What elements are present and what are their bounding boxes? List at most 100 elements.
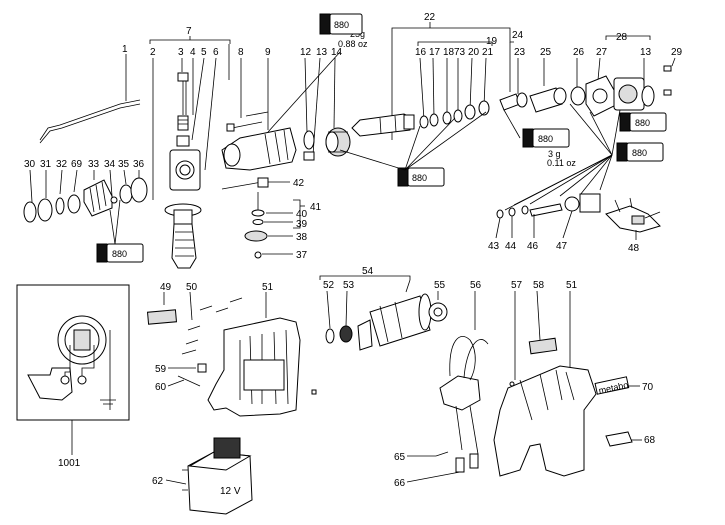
callout-34: 34 bbox=[104, 159, 116, 170]
callout-31: 31 bbox=[40, 159, 52, 170]
part-59-60-parts bbox=[177, 363, 317, 395]
grease-leader-lines bbox=[504, 103, 621, 211]
part-55-plate bbox=[428, 302, 448, 322]
callout-60: 60 bbox=[155, 382, 167, 393]
callout-48: 48 bbox=[628, 243, 640, 254]
grease-tube-4: 880 bbox=[619, 112, 667, 132]
callout-37: 37 bbox=[296, 250, 308, 261]
callout-9: 9 bbox=[265, 47, 271, 58]
callout-70: 70 bbox=[642, 382, 654, 393]
callout-35: 35 bbox=[118, 159, 130, 170]
callout-42: 42 bbox=[293, 178, 305, 189]
callout-43: 43 bbox=[488, 241, 500, 252]
callout-25: 25 bbox=[540, 47, 552, 58]
callout-6: 6 bbox=[213, 47, 219, 58]
callout-19: 19 bbox=[486, 36, 498, 47]
part-51-housing-right bbox=[493, 365, 597, 477]
callout-65: 65 bbox=[394, 452, 406, 463]
part-43-47-small bbox=[496, 193, 601, 219]
svg-text:880: 880 bbox=[112, 249, 127, 259]
callout-7: 7 bbox=[186, 26, 192, 37]
callout-59: 59 bbox=[155, 364, 167, 375]
part-42-screw bbox=[221, 177, 269, 190]
callout-46: 46 bbox=[527, 241, 539, 252]
callout-66: 66 bbox=[394, 478, 406, 489]
callout-55: 55 bbox=[434, 280, 446, 291]
callout-49: 49 bbox=[160, 282, 172, 293]
part-8-screws bbox=[226, 111, 269, 132]
callout-22: 22 bbox=[424, 12, 436, 23]
callout-13b: 13 bbox=[640, 47, 652, 58]
callout-12: 12 bbox=[300, 47, 312, 58]
part-51-housing-left bbox=[207, 317, 301, 417]
part-50-screws bbox=[181, 297, 243, 355]
grease-note-mid-oz: 0.11 oz bbox=[547, 158, 576, 168]
callout-33: 33 bbox=[88, 159, 100, 170]
part-1-rod bbox=[39, 99, 141, 144]
callout-2: 2 bbox=[150, 47, 156, 58]
part-12-14-bearings bbox=[303, 127, 351, 161]
part-68-plate bbox=[605, 431, 633, 447]
svg-text:880: 880 bbox=[538, 134, 553, 144]
callout-73: 73 bbox=[454, 47, 466, 58]
svg-text:880: 880 bbox=[334, 20, 349, 30]
callout-57: 57 bbox=[511, 280, 523, 291]
part-54-motor bbox=[325, 293, 432, 351]
callout-26: 26 bbox=[573, 47, 585, 58]
grease-tube-2: 880 bbox=[522, 128, 570, 148]
callout-24: 24 bbox=[512, 30, 524, 41]
callout-53: 53 bbox=[343, 280, 355, 291]
callout-5: 5 bbox=[201, 47, 207, 58]
part-6-clamp bbox=[169, 149, 201, 191]
svg-text:880: 880 bbox=[412, 173, 427, 183]
callout-3: 3 bbox=[178, 47, 184, 58]
svg-text:880: 880 bbox=[635, 118, 650, 128]
callout-13: 13 bbox=[316, 47, 328, 58]
callout-44: 44 bbox=[505, 241, 517, 252]
part-23-25-impact-assembly bbox=[499, 87, 567, 113]
callout-30: 30 bbox=[24, 159, 36, 170]
callout-4: 4 bbox=[190, 47, 196, 58]
callout-1: 1 bbox=[122, 44, 128, 55]
callout-21: 21 bbox=[482, 47, 494, 58]
part-9-gear-housing bbox=[221, 127, 297, 171]
part-62-battery: 12 V bbox=[182, 437, 253, 515]
callout-50: 50 bbox=[186, 282, 198, 293]
callout-41: 41 bbox=[310, 202, 322, 213]
callout-16: 16 bbox=[415, 47, 427, 58]
callout-58: 58 bbox=[533, 280, 545, 291]
svg-text:880: 880 bbox=[632, 148, 647, 158]
part-58-label bbox=[528, 337, 558, 355]
callout-28: 28 bbox=[616, 32, 628, 43]
callout-68: 68 bbox=[644, 435, 656, 446]
callout-56: 56 bbox=[470, 280, 482, 291]
callout-62: 62 bbox=[152, 476, 164, 487]
callout-54: 54 bbox=[362, 266, 374, 277]
callout-14: 14 bbox=[331, 47, 343, 58]
callout-51: 51 bbox=[262, 282, 274, 293]
part-40-41-pin bbox=[244, 192, 268, 259]
part-65-66-clips bbox=[435, 451, 479, 473]
part-48-switch bbox=[605, 197, 661, 233]
grease-note-top-oz: 0.88 oz bbox=[338, 39, 368, 49]
callout-39: 39 bbox=[296, 219, 308, 230]
callout-69: 69 bbox=[71, 159, 83, 170]
callout-29: 29 bbox=[671, 47, 683, 58]
callout-17: 17 bbox=[429, 47, 441, 58]
callout-38: 38 bbox=[296, 232, 308, 243]
part-22-spindle bbox=[351, 100, 490, 137]
battery-label: 12 V bbox=[220, 486, 241, 497]
callout-18: 18 bbox=[443, 47, 455, 58]
callout-27: 27 bbox=[596, 47, 608, 58]
callout-32: 32 bbox=[56, 159, 68, 170]
part-1001-wiring-box bbox=[16, 284, 130, 421]
part-26-28-clutch bbox=[570, 65, 672, 117]
grease-tube-6: 880 bbox=[96, 243, 144, 263]
callout-47: 47 bbox=[556, 241, 568, 252]
grease-tube-1: 880 bbox=[319, 13, 363, 35]
part-30-36-chuck bbox=[23, 177, 148, 223]
part-4-sleeve bbox=[176, 115, 190, 147]
callout-8: 8 bbox=[238, 47, 244, 58]
